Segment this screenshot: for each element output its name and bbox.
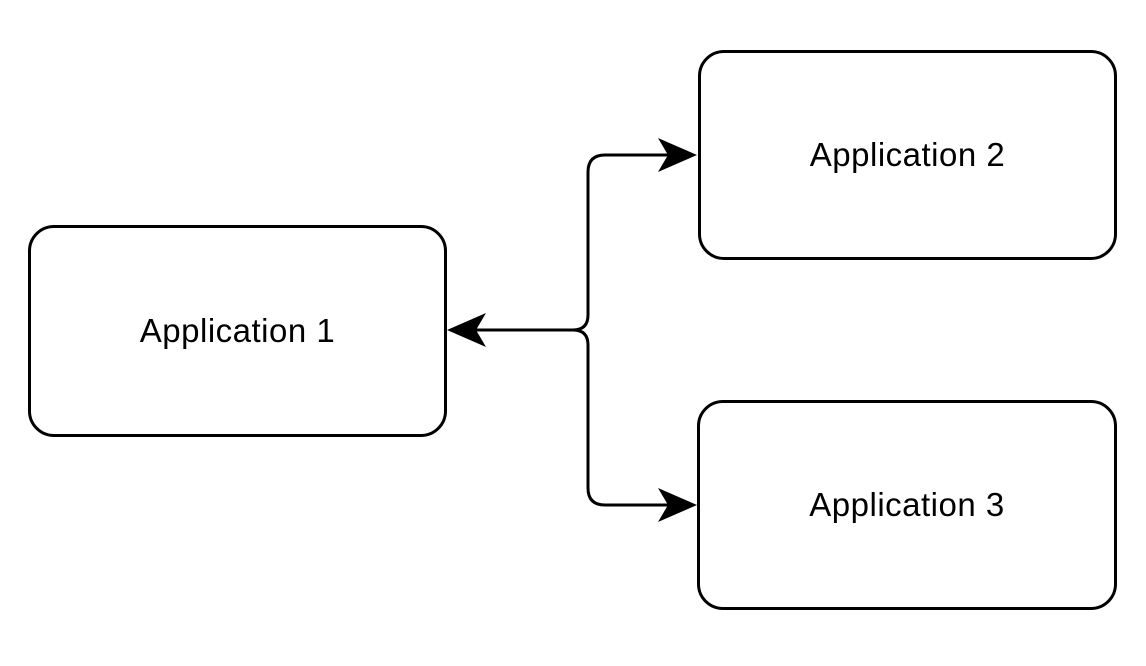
node-application-2[interactable]: Application 2 [698,50,1117,260]
edge-fork-to-application-3[interactable] [572,328,697,522]
arrowhead-application-2 [658,138,697,172]
edge-fork-to-application-2[interactable] [572,138,697,332]
edge-fork-to-application-1[interactable] [447,313,573,347]
arrowhead-application-1 [447,313,486,347]
node-application-3-label: Application 3 [809,486,1005,523]
node-application-1-label: Application 1 [139,312,336,349]
arrowhead-application-3 [658,488,697,522]
node-application-3[interactable]: Application 3 [697,400,1117,610]
node-application-1[interactable]: Application 1 [28,225,447,437]
node-application-2-label: Application 2 [809,136,1006,173]
